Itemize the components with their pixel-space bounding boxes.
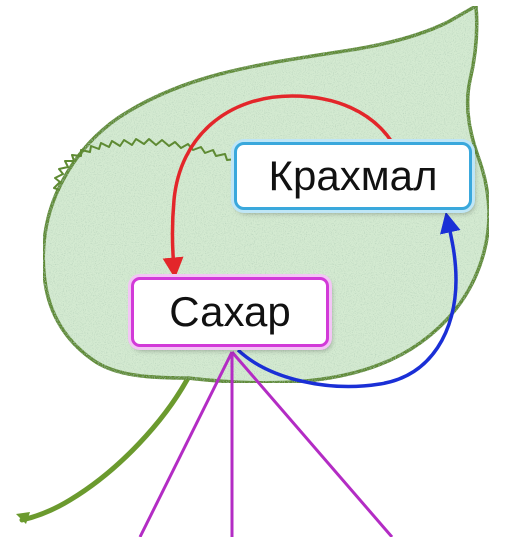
starch-label-box: Крахмал (234, 142, 472, 210)
leaf-stem (19, 375, 191, 523)
transport-line-left (138, 351, 234, 537)
sugar-label-box: Сахар (131, 277, 329, 347)
arrow-sugar-to-starch (236, 211, 461, 389)
leaf-serration (53, 138, 238, 191)
stem-tip (16, 512, 30, 524)
sugar-label: Сахар (169, 288, 291, 335)
transport-line-right (230, 351, 394, 537)
starch-label: Крахмал (268, 152, 438, 199)
arrow-starch-to-sugar (162, 94, 394, 279)
